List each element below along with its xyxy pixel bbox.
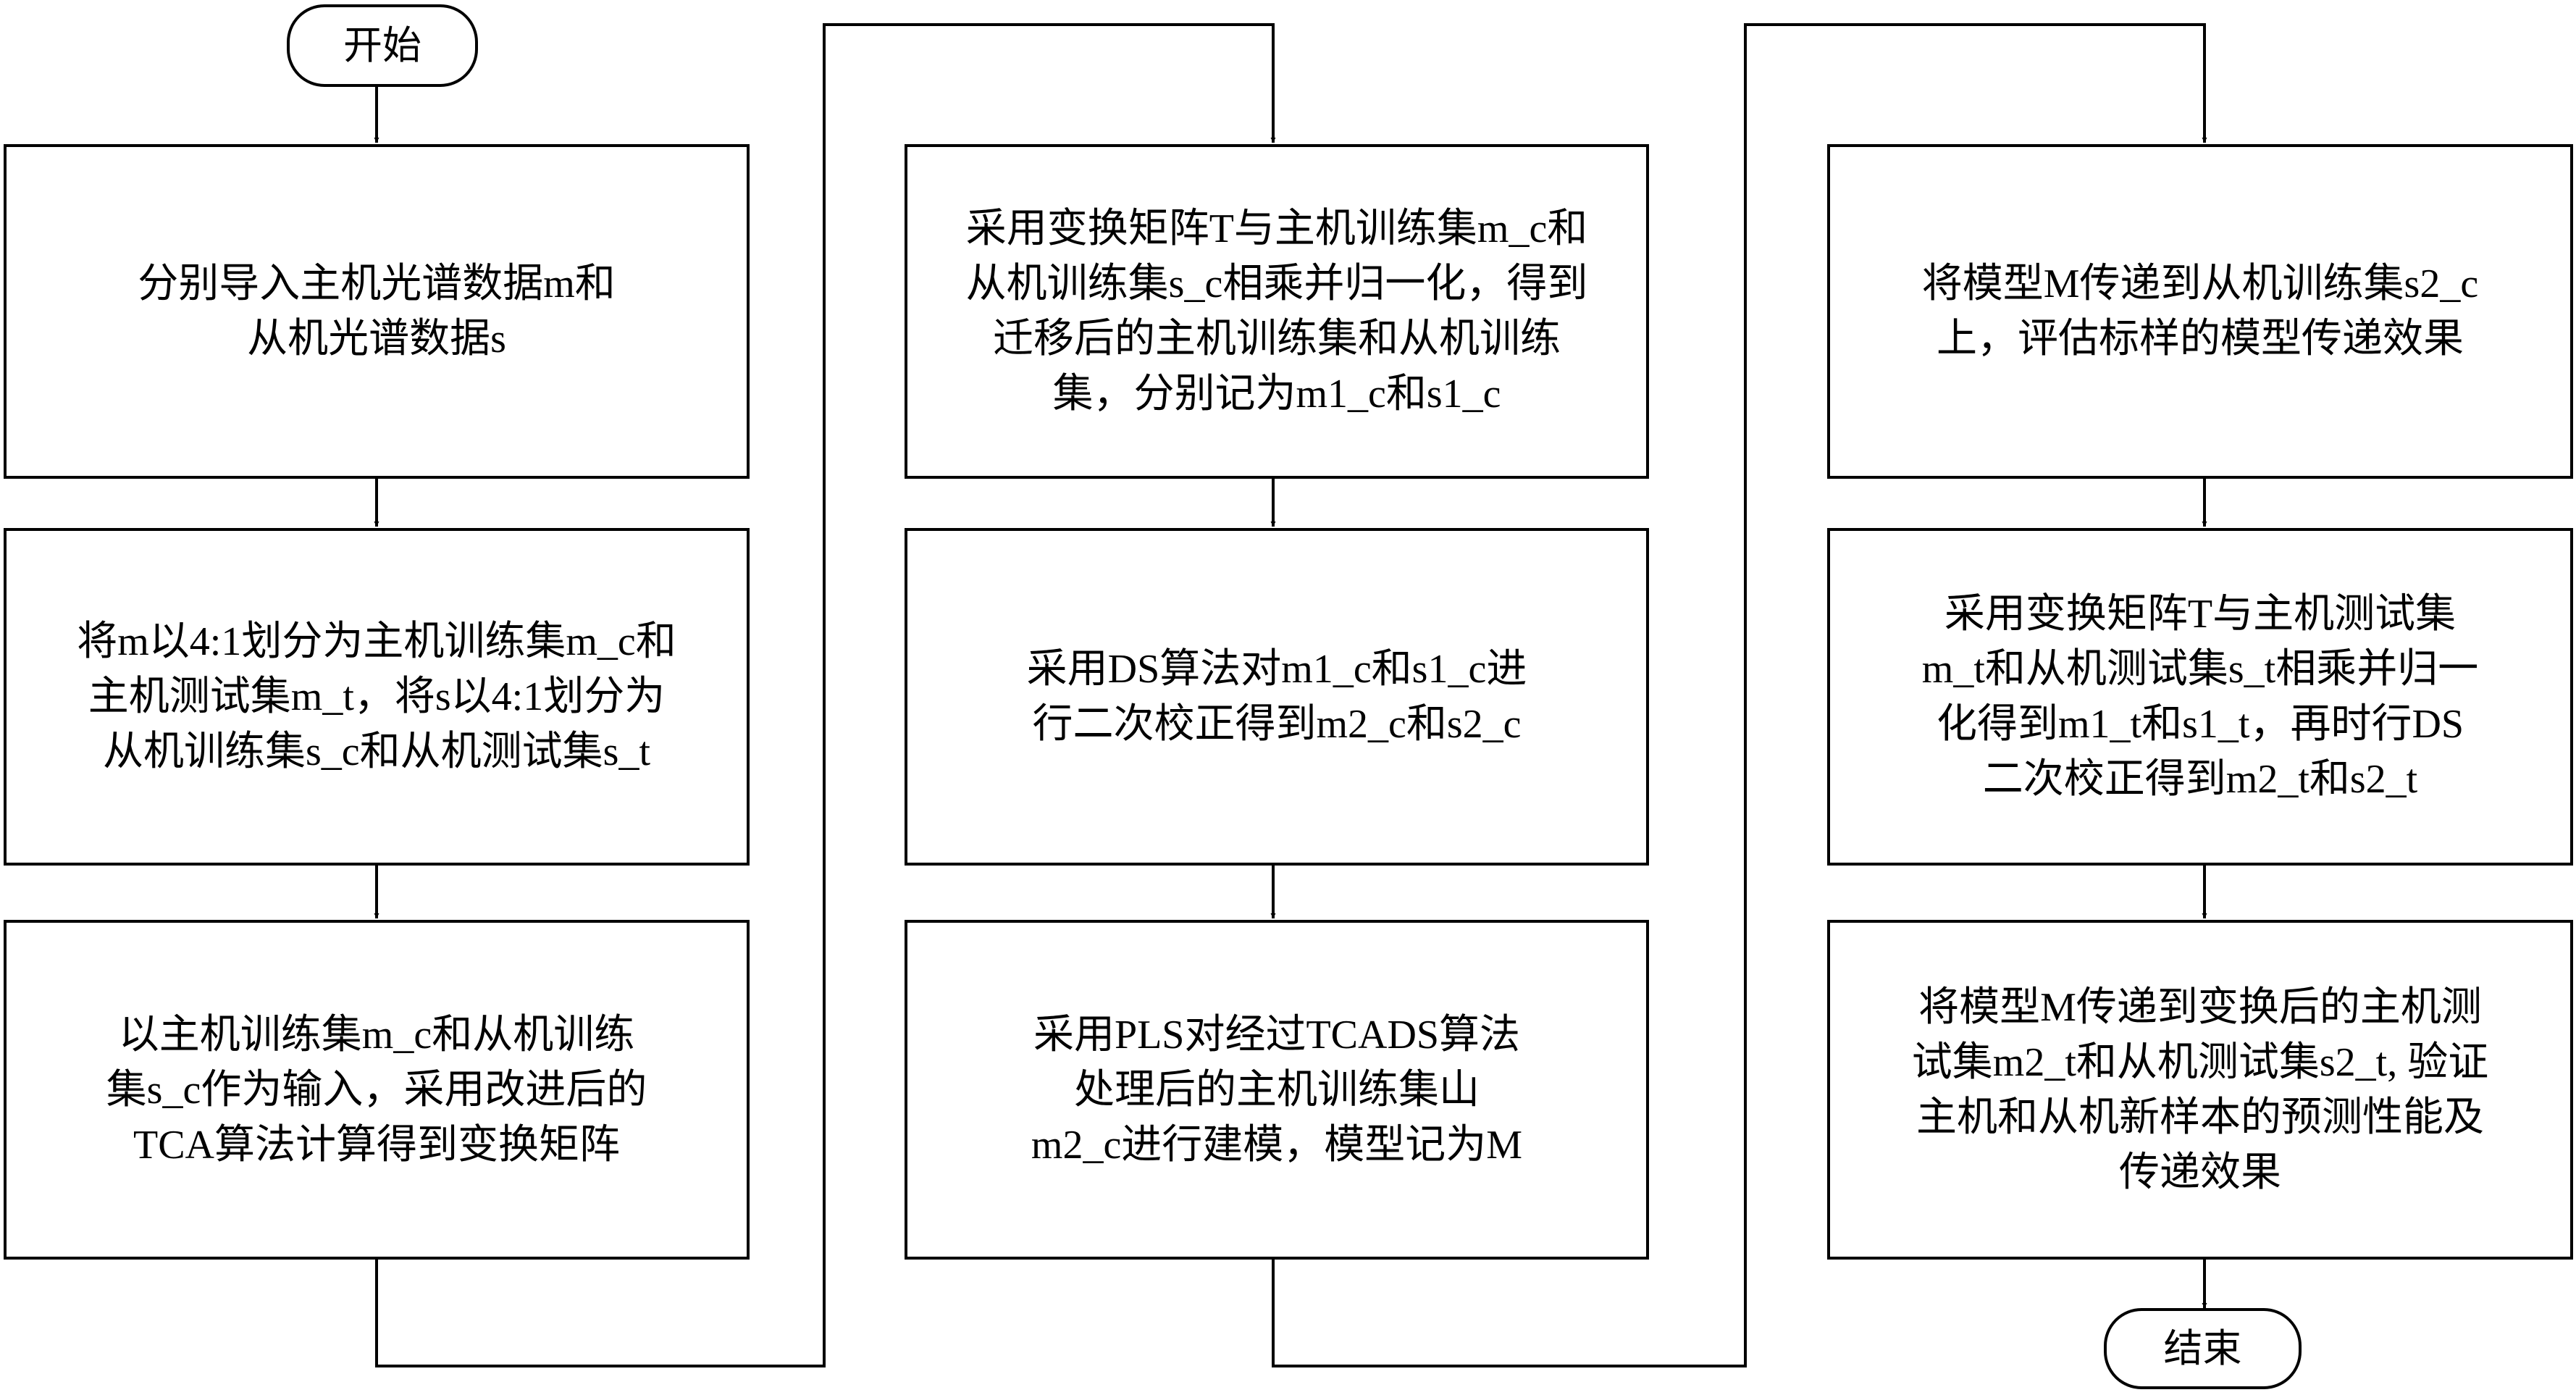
- step-6-text: 采用PLS对经过TCADS算法 处理后的主机训练集山 m2_c进行建模，模型记为…: [1031, 1012, 1523, 1168]
- step-4-box: 采用变换矩阵T与主机训练集m_c和 从机训练集s_c相乘并归一化，得到 迁移后的…: [905, 144, 1649, 479]
- start-label: 开始: [343, 24, 421, 67]
- step-2-text: 将m以4:1划分为主机训练集m_c和 主机测试集m_t，将s以4:1划分为 从机…: [77, 619, 676, 774]
- arrow-step3-to-step4: [375, 23, 1276, 1367]
- step-2-box: 将m以4:1划分为主机训练集m_c和 主机测试集m_t，将s以4:1划分为 从机…: [4, 528, 750, 866]
- step-8-box: 采用变换矩阵T与主机测试集 m_t和从机测试集s_t相乘并归一 化得到m1_t和…: [1827, 528, 2573, 866]
- step-1-text: 分别导入主机光谱数据m和 从机光谱数据s: [138, 261, 616, 361]
- step-4-text: 采用变换矩阵T与主机训练集m_c和 从机训练集s_c相乘并归一化，得到 迁移后的…: [965, 206, 1588, 416]
- start-terminal: 开始: [287, 4, 478, 87]
- step-3-text: 以主机训练集m_c和从机训练 集s_c作为输入，采用改进后的 TCA算法计算得到…: [106, 1012, 647, 1168]
- step-5-box: 采用DS算法对m1_c和s1_c进 行二次校正得到m2_c和s2_c: [905, 528, 1649, 866]
- step-3-box: 以主机训练集m_c和从机训练 集s_c作为输入，采用改进后的 TCA算法计算得到…: [4, 920, 750, 1260]
- arrow-step6-to-step7: [1272, 23, 2207, 1367]
- end-terminal: 结束: [2104, 1308, 2302, 1389]
- step-8-text: 采用变换矩阵T与主机测试集 m_t和从机测试集s_t相乘并归一 化得到m1_t和…: [1921, 592, 2479, 802]
- step-6-box: 采用PLS对经过TCADS算法 处理后的主机训练集山 m2_c进行建模，模型记为…: [905, 920, 1649, 1260]
- end-label: 结束: [2163, 1327, 2242, 1370]
- step-1-box: 分别导入主机光谱数据m和 从机光谱数据s: [4, 144, 750, 479]
- step-9-text: 将模型M传递到变换后的主机测 试集m2_t和从机测试集s2_t, 验证 主机和从…: [1911, 984, 2489, 1195]
- step-7-text: 将模型M传递到从机训练集s2_c 上，评估标样的模型传递效果: [1921, 261, 2479, 361]
- step-5-text: 采用DS算法对m1_c和s1_c进 行二次校正得到m2_c和s2_c: [1026, 647, 1527, 747]
- step-7-box: 将模型M传递到从机训练集s2_c 上，评估标样的模型传递效果: [1827, 144, 2573, 479]
- step-9-box: 将模型M传递到变换后的主机测 试集m2_t和从机测试集s2_t, 验证 主机和从…: [1827, 920, 2573, 1260]
